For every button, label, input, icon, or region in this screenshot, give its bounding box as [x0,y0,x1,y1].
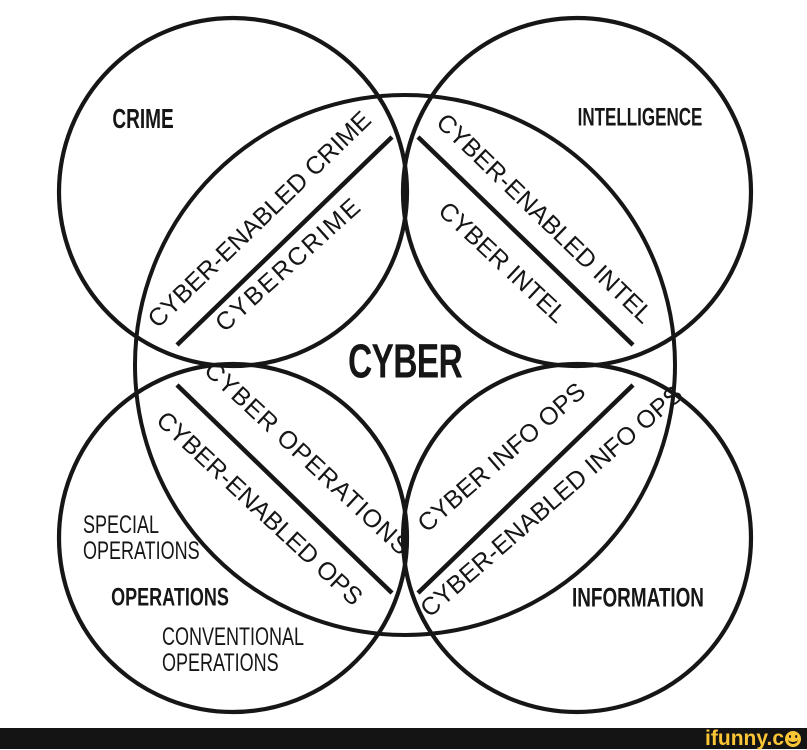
smiley-face-icon [785,731,801,747]
intelligence-circle [400,15,754,369]
information-label: INFORMATION [572,582,704,613]
ifunny-watermark-text: ifunny.c [705,727,784,750]
ifunny-watermark: ifunny.c [705,728,801,749]
crime-label: CRIME [112,103,174,134]
cyber-center-label: CYBER [347,335,463,389]
information-lens-divider-line [416,383,635,595]
crime-lens-divider-line [175,135,394,347]
cyber-center-circle [133,93,677,637]
operations-circle [56,361,410,715]
watermark-bar: ifunny.c [0,728,807,749]
intelligence-label: INTELLIGENCE [577,103,703,132]
conventional-operations-label: CONVENTIONAL OPERATIONS [162,623,305,677]
operations-lens-divider-line [175,383,394,595]
operations-label: OPERATIONS [111,583,229,612]
intel-lens-divider-line [416,135,635,347]
special-operations-label: SPECIAL OPERATIONS [83,511,200,565]
information-circle [400,361,754,715]
